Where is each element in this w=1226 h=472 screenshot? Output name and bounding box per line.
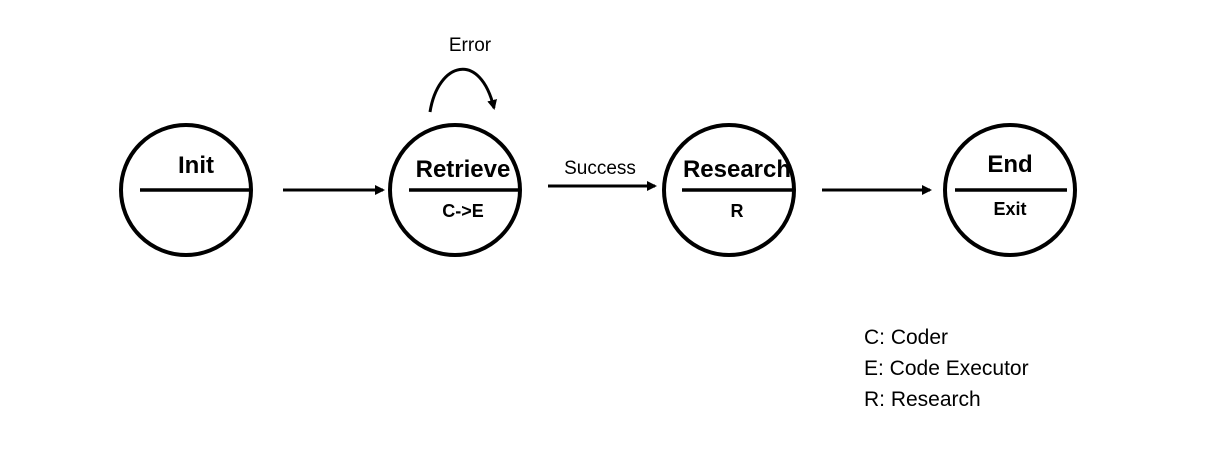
state-retrieve-subtitle: C->E [442, 201, 484, 221]
state-retrieve: Retrieve C->E [388, 123, 522, 257]
state-init-title: Init [178, 152, 214, 179]
state-end: End Exit [943, 123, 1077, 257]
state-end-title: End [987, 151, 1032, 178]
state-research-subtitle: R [731, 201, 744, 221]
state-research: Research R [662, 123, 796, 257]
legend-item-research: R: Research [864, 388, 981, 411]
error-label: Error [449, 35, 492, 56]
state-retrieve-title: Retrieve [416, 156, 511, 183]
legend: C: Coder E: Code Executor R: Research [864, 322, 1029, 415]
legend-item-coder: C: Coder [864, 326, 949, 349]
state-init: Init [119, 123, 253, 257]
edge-retrieve-error-loop [428, 67, 497, 113]
state-end-subtitle: Exit [993, 199, 1026, 219]
success-label: Success [564, 158, 636, 179]
legend-item-code-executor: E: Code Executor [864, 357, 1029, 380]
state-research-title: Research [683, 156, 791, 183]
